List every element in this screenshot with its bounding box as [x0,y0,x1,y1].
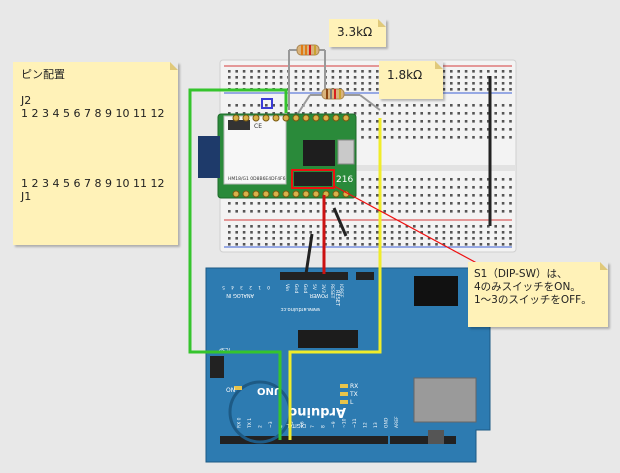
resistor-1-8k-note: 1.8kΩ [379,61,443,99]
resistor-3-3k [288,44,326,110]
resistor-1-8k [294,72,381,119]
arduino-model: UNO [257,385,282,396]
pin-label: 4 [231,284,234,290]
power-label: POWER [309,292,328,298]
arduino-url: www.arduino.cc [280,306,320,312]
pin-label: 12 [363,422,369,428]
j2-pin-numbers: 1 2 3 4 5 6 7 8 9 10 11 12 [21,107,165,120]
pin-label: 3 [240,284,243,290]
wire-green [188,88,288,440]
dip-note-line-1: S1（DIP-SW）は、 [474,268,568,280]
pin-label: ~11 [352,418,358,428]
pin-label: ~10 [342,418,348,428]
pin-label: ~6 [300,421,306,428]
pin-label: 3V3 [320,284,326,293]
j1-label: J1 [21,190,32,203]
pin-label: 7 [310,425,316,428]
dip-switch [294,172,332,186]
pin-label: TX 1 [247,418,253,429]
pin-label: ~9 [331,421,337,428]
pin-label: GND [384,417,390,428]
analog-label: ANALOG IN [226,292,254,298]
pin-label: 8 [321,425,327,428]
tx-label: TX [349,391,358,398]
pin-label: AREF [394,416,400,428]
pin-label: 2 [258,425,264,428]
rx-label: RX [350,383,358,390]
pin-label: 1 [258,284,261,290]
pin-layout-title: ピン配置 [21,68,65,81]
wire-black-1 [304,233,314,275]
pin-label: 5 [222,284,225,290]
pin-label: IOREF [338,284,344,298]
digital-label: DIGITAL [286,422,306,428]
jumper-blue [261,98,273,109]
module-id-text: HM18/G1 0D8B6E4DF4F6 [228,176,286,182]
on-label: ON [226,387,235,394]
resistor-1-8k-value: 1.8kΩ [387,68,423,82]
wires [188,76,492,440]
arduino-brand: Arduino [288,404,346,419]
l-led-label: L [350,399,354,406]
svg-text:CE: CE [254,123,262,130]
module-mark: 216 [336,175,353,185]
dip-note-line-2: 4のみスイッチをON。 [474,281,581,293]
pin-label: Vin [284,284,290,291]
pin-layout-note: ピン配置 J2 1 2 3 4 5 6 7 8 9 10 11 12 1 2 3… [13,62,178,245]
pin-label: 2 [249,284,252,290]
pin-label: ~3 [268,421,274,428]
pin-label: Gnd [302,284,308,293]
icsp-label: ICSP [219,346,230,352]
reset-label: RESET [334,290,340,307]
ble-module: CE HM18/G1 0D8B6E4DF4F6 216 [198,113,357,199]
pin-label: RESET [329,284,335,299]
wire-black-2 [332,207,348,237]
pin-label: RX 0 [237,417,243,428]
pin-label: ~5 [289,421,295,428]
dip-note-line-3: 1～3のスイッチをOFF。 [474,294,592,306]
arduino-uno-board: Arduino UNO www.arduino.cc ON TX RX L IC… [205,267,491,463]
resistor-3-3k-value: 3.3kΩ [337,25,373,39]
pin-label: 5V [311,284,317,291]
j2-label: J2 [21,94,32,107]
wire-yellow [288,118,382,440]
pin-label: 13 [373,422,379,428]
annotation-pointer [333,185,487,269]
pin-label: Gnd [293,284,299,293]
resistor-3-3k-note: 3.3kΩ [329,19,386,47]
j1-pin-numbers: 1 2 3 4 5 6 7 8 9 10 11 12 [21,177,165,190]
pin-label: 0 [267,284,270,290]
dip-switch-note: S1（DIP-SW）は、 4のみスイッチをON。 1～3のスイッチをOFF。 [468,262,608,327]
